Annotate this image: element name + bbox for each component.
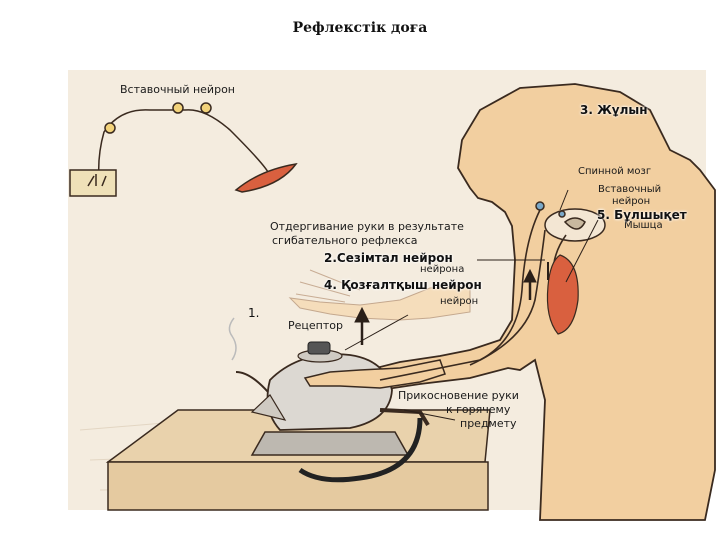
withdrawal-caption-1: Отдергивание руки в результате xyxy=(270,220,464,233)
interneuron-right-label-1: Вставочный xyxy=(598,184,662,195)
withdrawal-caption-2: сгибательного рефлекса xyxy=(272,234,418,247)
spinal-cord xyxy=(535,201,606,242)
receptor-label: Рецептор xyxy=(288,319,343,332)
neuron-tail-label-2: нейрон xyxy=(440,296,479,307)
interneuron-right-label-2: нейрон xyxy=(612,196,651,207)
raised-hand xyxy=(288,284,471,321)
pointer-lines xyxy=(344,189,599,421)
label-4-motor-neuron: 4. Қозғалтқыш нейрон xyxy=(324,278,482,292)
neuron-tail-label-1: нейрона xyxy=(420,264,465,275)
spinal-cord-label: Спинной мозг xyxy=(578,166,652,177)
neuron-schematic xyxy=(69,102,298,197)
touch-caption-2: к горячему xyxy=(446,403,511,416)
raised-fingers xyxy=(295,269,361,303)
person-body xyxy=(338,83,716,521)
touch-caption-3: предмету xyxy=(460,417,517,430)
label-1: 1. xyxy=(248,306,260,320)
muscle-label: Мышца xyxy=(624,220,663,231)
interneuron-top-label: Вставочный нейрон xyxy=(120,83,235,96)
arm-muscle xyxy=(546,254,579,335)
label-5-muscle: 5. Бұлшықет xyxy=(597,208,687,222)
label-3-spinal-cord: 3. Жұлын xyxy=(580,103,648,117)
label-2-sensory-neuron: 2.Сезімтал нейрон xyxy=(324,251,453,265)
touching-hand xyxy=(303,359,446,389)
touch-caption-1: Прикосновение руки xyxy=(398,389,519,402)
slide-title: Рефлекстік доға xyxy=(292,20,428,36)
